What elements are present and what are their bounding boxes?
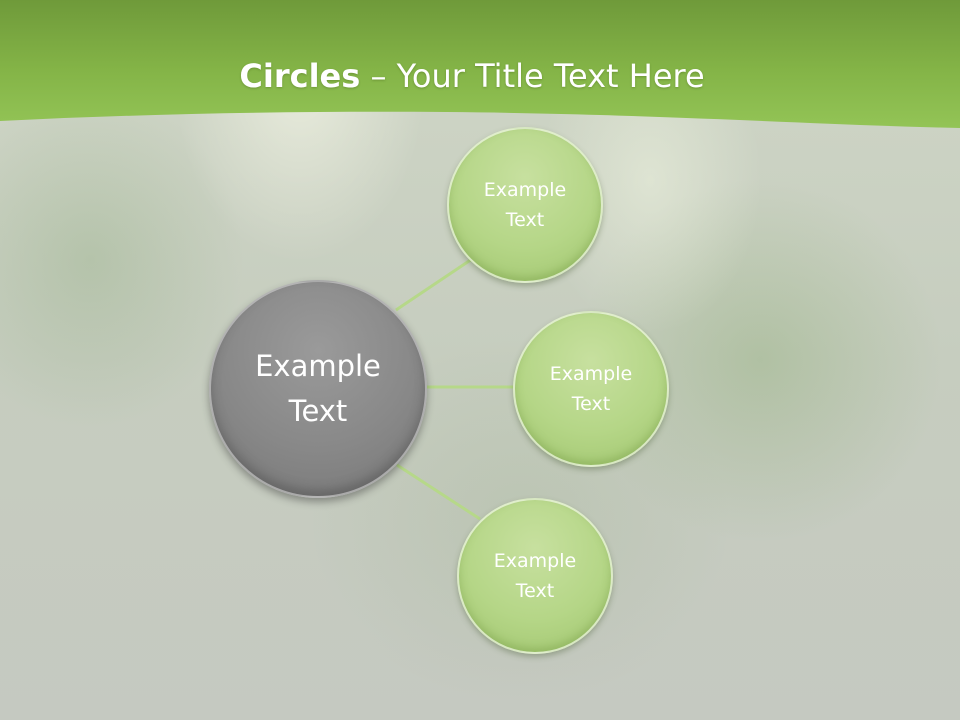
- main-circle-line2: Text: [288, 394, 348, 428]
- main-circle: Example Text: [209, 280, 427, 498]
- circle-top-line1: Example: [483, 179, 567, 201]
- page-title: Circles – Your Title Text Here: [0, 52, 944, 100]
- circle-bottom-line2: Text: [515, 580, 555, 602]
- title-text: Your Title Text Here: [396, 57, 705, 95]
- connector-bottom: [396, 463, 481, 521]
- circle-top: Example Text: [447, 127, 603, 283]
- circle-middle-line2: Text: [571, 393, 611, 415]
- circle-middle: Example Text: [513, 311, 669, 467]
- title-bold: Circles: [239, 57, 361, 95]
- title-banner: [0, 0, 960, 128]
- main-circle-line1: Example: [255, 349, 381, 383]
- title-dash: –: [360, 57, 397, 95]
- circle-middle-line1: Example: [549, 363, 633, 385]
- circle-bottom-line1: Example: [493, 550, 577, 572]
- circle-bottom: Example Text: [457, 498, 613, 654]
- connector-top: [395, 255, 476, 312]
- circle-top-line2: Text: [505, 209, 545, 231]
